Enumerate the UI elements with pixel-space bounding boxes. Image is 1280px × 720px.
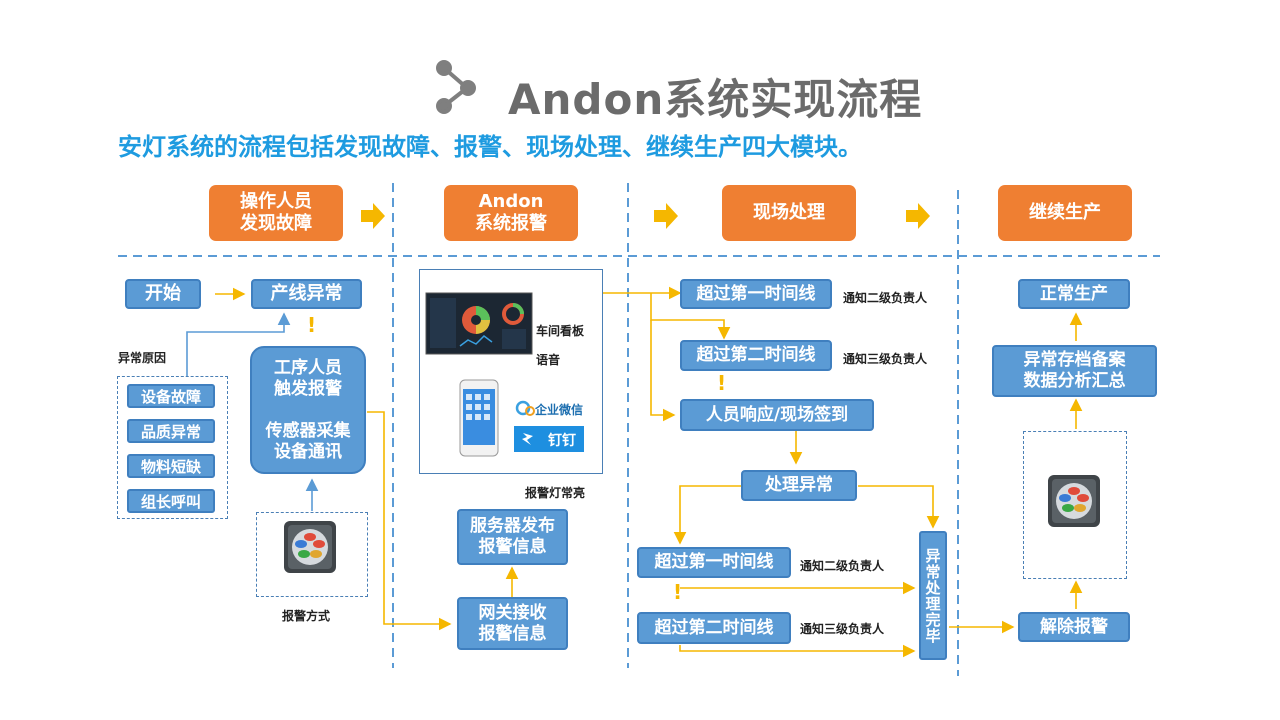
lamp-arrow	[500, 483, 520, 503]
lamp-label: 报警灯常亮	[525, 486, 586, 500]
andon-button-box-icon	[284, 521, 336, 573]
phase-arrows	[361, 203, 930, 229]
phase-onsite: 现场处理	[722, 185, 856, 241]
server-publish-box: 服务器发布 报警信息	[457, 509, 568, 565]
dingtalk-label: 钉钉	[548, 433, 576, 449]
cause-quality: 品质异常	[127, 419, 215, 443]
channels-illustration	[425, 292, 584, 457]
dashboard-screen-icon	[425, 292, 533, 355]
board-label: 车间看板	[536, 324, 585, 338]
alarm-channels-panel	[419, 269, 603, 474]
device-frame-2	[1023, 431, 1127, 579]
warning-icon: !	[307, 313, 317, 337]
page-subtitle: 安灯系统的流程包括发现故障、报警、现场处理、继续生产四大模块。	[118, 133, 862, 161]
gateway-receive-box: 网关接收 报警信息	[457, 597, 568, 650]
cause-leader-call: 组长呼叫	[127, 489, 215, 513]
mobile-phone-icon	[459, 379, 499, 457]
warning-icon: !	[717, 371, 727, 395]
over-first-timeline-box: 超过第一时间线	[680, 279, 832, 309]
phase-alarm: Andon 系统报警	[444, 185, 578, 241]
dingtalk-icon	[522, 433, 533, 445]
page-title: Andon系统实现流程	[508, 75, 923, 124]
voice-label: 语音	[536, 353, 561, 367]
over-second-timeline-box: 超过第二时间线	[680, 340, 832, 371]
column-dividers	[118, 183, 1160, 676]
andon-button-box-icon	[1048, 475, 1100, 527]
exception-done-box: 异常处理完毕	[919, 531, 947, 660]
release-alarm-box: 解除报警	[1018, 612, 1130, 642]
notify-level3-label-2: 通知三级负责人	[800, 622, 885, 636]
cause-equipment: 设备故障	[127, 384, 215, 408]
alarm-device-frame	[256, 512, 368, 597]
warning-icon: !	[673, 580, 683, 604]
cause-label: 异常原因	[118, 351, 167, 365]
respond-checkin-box: 人员响应/现场签到	[680, 399, 874, 431]
share-icon	[436, 60, 476, 114]
wechat-work-label: 企业微信	[535, 403, 584, 417]
phase-discover: 操作人员 发现故障	[209, 185, 343, 241]
line-abnormal-box: 产线异常	[251, 279, 362, 309]
notify-level2-label-2: 通知二级负责人	[800, 559, 885, 573]
phase-resume: 继续生产	[998, 185, 1132, 241]
notify-level2-label: 通知二级负责人	[843, 291, 928, 305]
start-box: 开始	[125, 279, 201, 309]
over-second-timeline-box-2: 超过第二时间线	[637, 612, 791, 644]
cause-material: 物料短缺	[127, 454, 215, 478]
over-first-timeline-box-2: 超过第一时间线	[637, 547, 791, 578]
wechat-work-icon	[515, 400, 535, 416]
cause-group	[117, 376, 228, 519]
alarm-method-label: 报警方式	[282, 609, 331, 623]
notify-level3-label: 通知三级负责人	[843, 352, 928, 366]
normal-production-box: 正常生产	[1018, 279, 1130, 309]
archive-analysis-box: 异常存档备案 数据分析汇总	[992, 345, 1157, 397]
trigger-box: 工序人员 触发报警 传感器采集 设备通讯	[250, 346, 366, 474]
handle-exception-box: 处理异常	[741, 470, 857, 501]
